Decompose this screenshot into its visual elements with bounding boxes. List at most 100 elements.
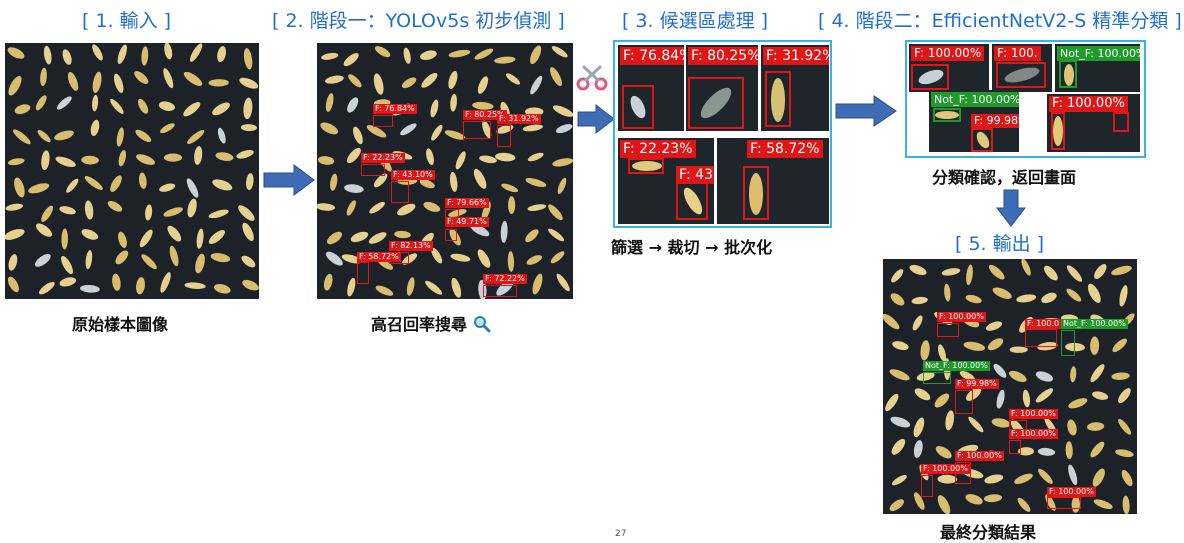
grain — [522, 124, 544, 132]
crop-box — [743, 166, 769, 220]
grain — [400, 123, 417, 136]
grain — [1035, 371, 1053, 382]
grain — [238, 205, 255, 221]
grain — [448, 49, 471, 58]
grain — [163, 68, 174, 89]
grain — [117, 44, 127, 65]
grain — [208, 230, 225, 244]
grain — [527, 204, 547, 211]
grain — [1035, 388, 1054, 403]
grain — [548, 228, 565, 242]
grain — [1122, 495, 1130, 514]
grain — [160, 272, 171, 293]
grain — [984, 474, 1004, 484]
grain — [35, 95, 47, 111]
grain — [347, 97, 359, 113]
grain — [62, 49, 72, 65]
grain — [242, 222, 254, 242]
grain — [892, 341, 909, 351]
grain — [448, 209, 467, 218]
detection-box — [373, 115, 393, 127]
grain — [325, 93, 334, 112]
class-box — [1051, 112, 1065, 150]
grain — [35, 223, 53, 237]
grain — [246, 173, 254, 191]
grain — [321, 52, 339, 60]
grain — [107, 200, 123, 212]
grain — [889, 499, 904, 512]
grain — [891, 474, 907, 486]
scissors-icon — [576, 65, 608, 91]
grain — [996, 389, 1005, 409]
grain — [164, 43, 173, 60]
grain — [56, 96, 72, 110]
grain — [495, 152, 516, 162]
grain — [1022, 389, 1031, 408]
class-label: Not_F: 100.00% — [931, 92, 1019, 107]
grain — [187, 130, 205, 144]
final-box — [937, 323, 959, 337]
grain — [482, 120, 492, 139]
detection-label: F: 43.10% — [391, 170, 435, 180]
page-number: 27 — [615, 529, 627, 539]
grain — [1037, 447, 1056, 456]
grain — [240, 124, 257, 132]
grain — [1090, 364, 1105, 383]
grain — [914, 492, 925, 510]
grain — [1068, 398, 1088, 409]
grain — [43, 45, 52, 65]
grain — [183, 102, 201, 117]
final-output-image: F: 100.00% F: 100.0 Not_F: 100.00% Not_F… — [883, 259, 1137, 514]
step-5-title: [ 5. 輸出 ] — [955, 233, 1045, 255]
grain — [136, 277, 145, 295]
grain — [215, 152, 234, 161]
detection-label: F: 82.13% — [389, 241, 433, 251]
grain — [1121, 470, 1133, 487]
grain — [8, 158, 25, 166]
grain — [1111, 372, 1130, 380]
crop-label: F: 76.84% — [620, 47, 684, 65]
arrow-right-icon — [835, 95, 897, 127]
grain — [343, 53, 359, 67]
grain — [1017, 497, 1031, 512]
grain — [477, 249, 491, 268]
grain — [350, 231, 369, 243]
final-label: F: 100.00% — [1009, 429, 1058, 439]
detection-box — [483, 285, 517, 297]
grain — [530, 45, 542, 65]
grain — [375, 285, 394, 296]
grain — [524, 107, 544, 116]
final-box — [955, 390, 973, 414]
grain — [451, 277, 462, 298]
grain — [66, 178, 79, 193]
grain — [550, 251, 565, 264]
crop-box — [628, 158, 664, 174]
crop-tile: F: 31.92% — [761, 45, 829, 131]
grain — [1092, 468, 1105, 487]
final-label: F: 100.00% — [1047, 487, 1096, 497]
final-label: F: 99.98% — [955, 379, 999, 389]
grain — [194, 146, 203, 165]
grain — [325, 75, 344, 84]
grain — [889, 369, 910, 381]
grain — [508, 196, 516, 215]
grain — [1066, 265, 1083, 282]
class-label: F: 100. — [994, 46, 1041, 61]
detection-label: F: 22.23% — [361, 153, 405, 163]
class-tile: Not_F: 100.00% — [1055, 44, 1140, 92]
grain — [373, 73, 384, 95]
grain — [505, 73, 521, 85]
class-box — [911, 64, 949, 90]
grain — [141, 46, 149, 66]
grain — [184, 282, 206, 289]
final-box — [923, 372, 951, 384]
class-tile: F: 100. — [992, 44, 1052, 92]
grain — [239, 77, 259, 89]
class-tile: Not_F: 100.00% F: 99.98% — [929, 90, 1019, 152]
grain — [1041, 292, 1057, 304]
grain — [1087, 283, 1101, 303]
grain — [913, 417, 925, 438]
grain — [241, 255, 256, 268]
crop-tile: F: 22.23% F: 43.10% — [618, 138, 714, 224]
grain — [189, 43, 203, 62]
